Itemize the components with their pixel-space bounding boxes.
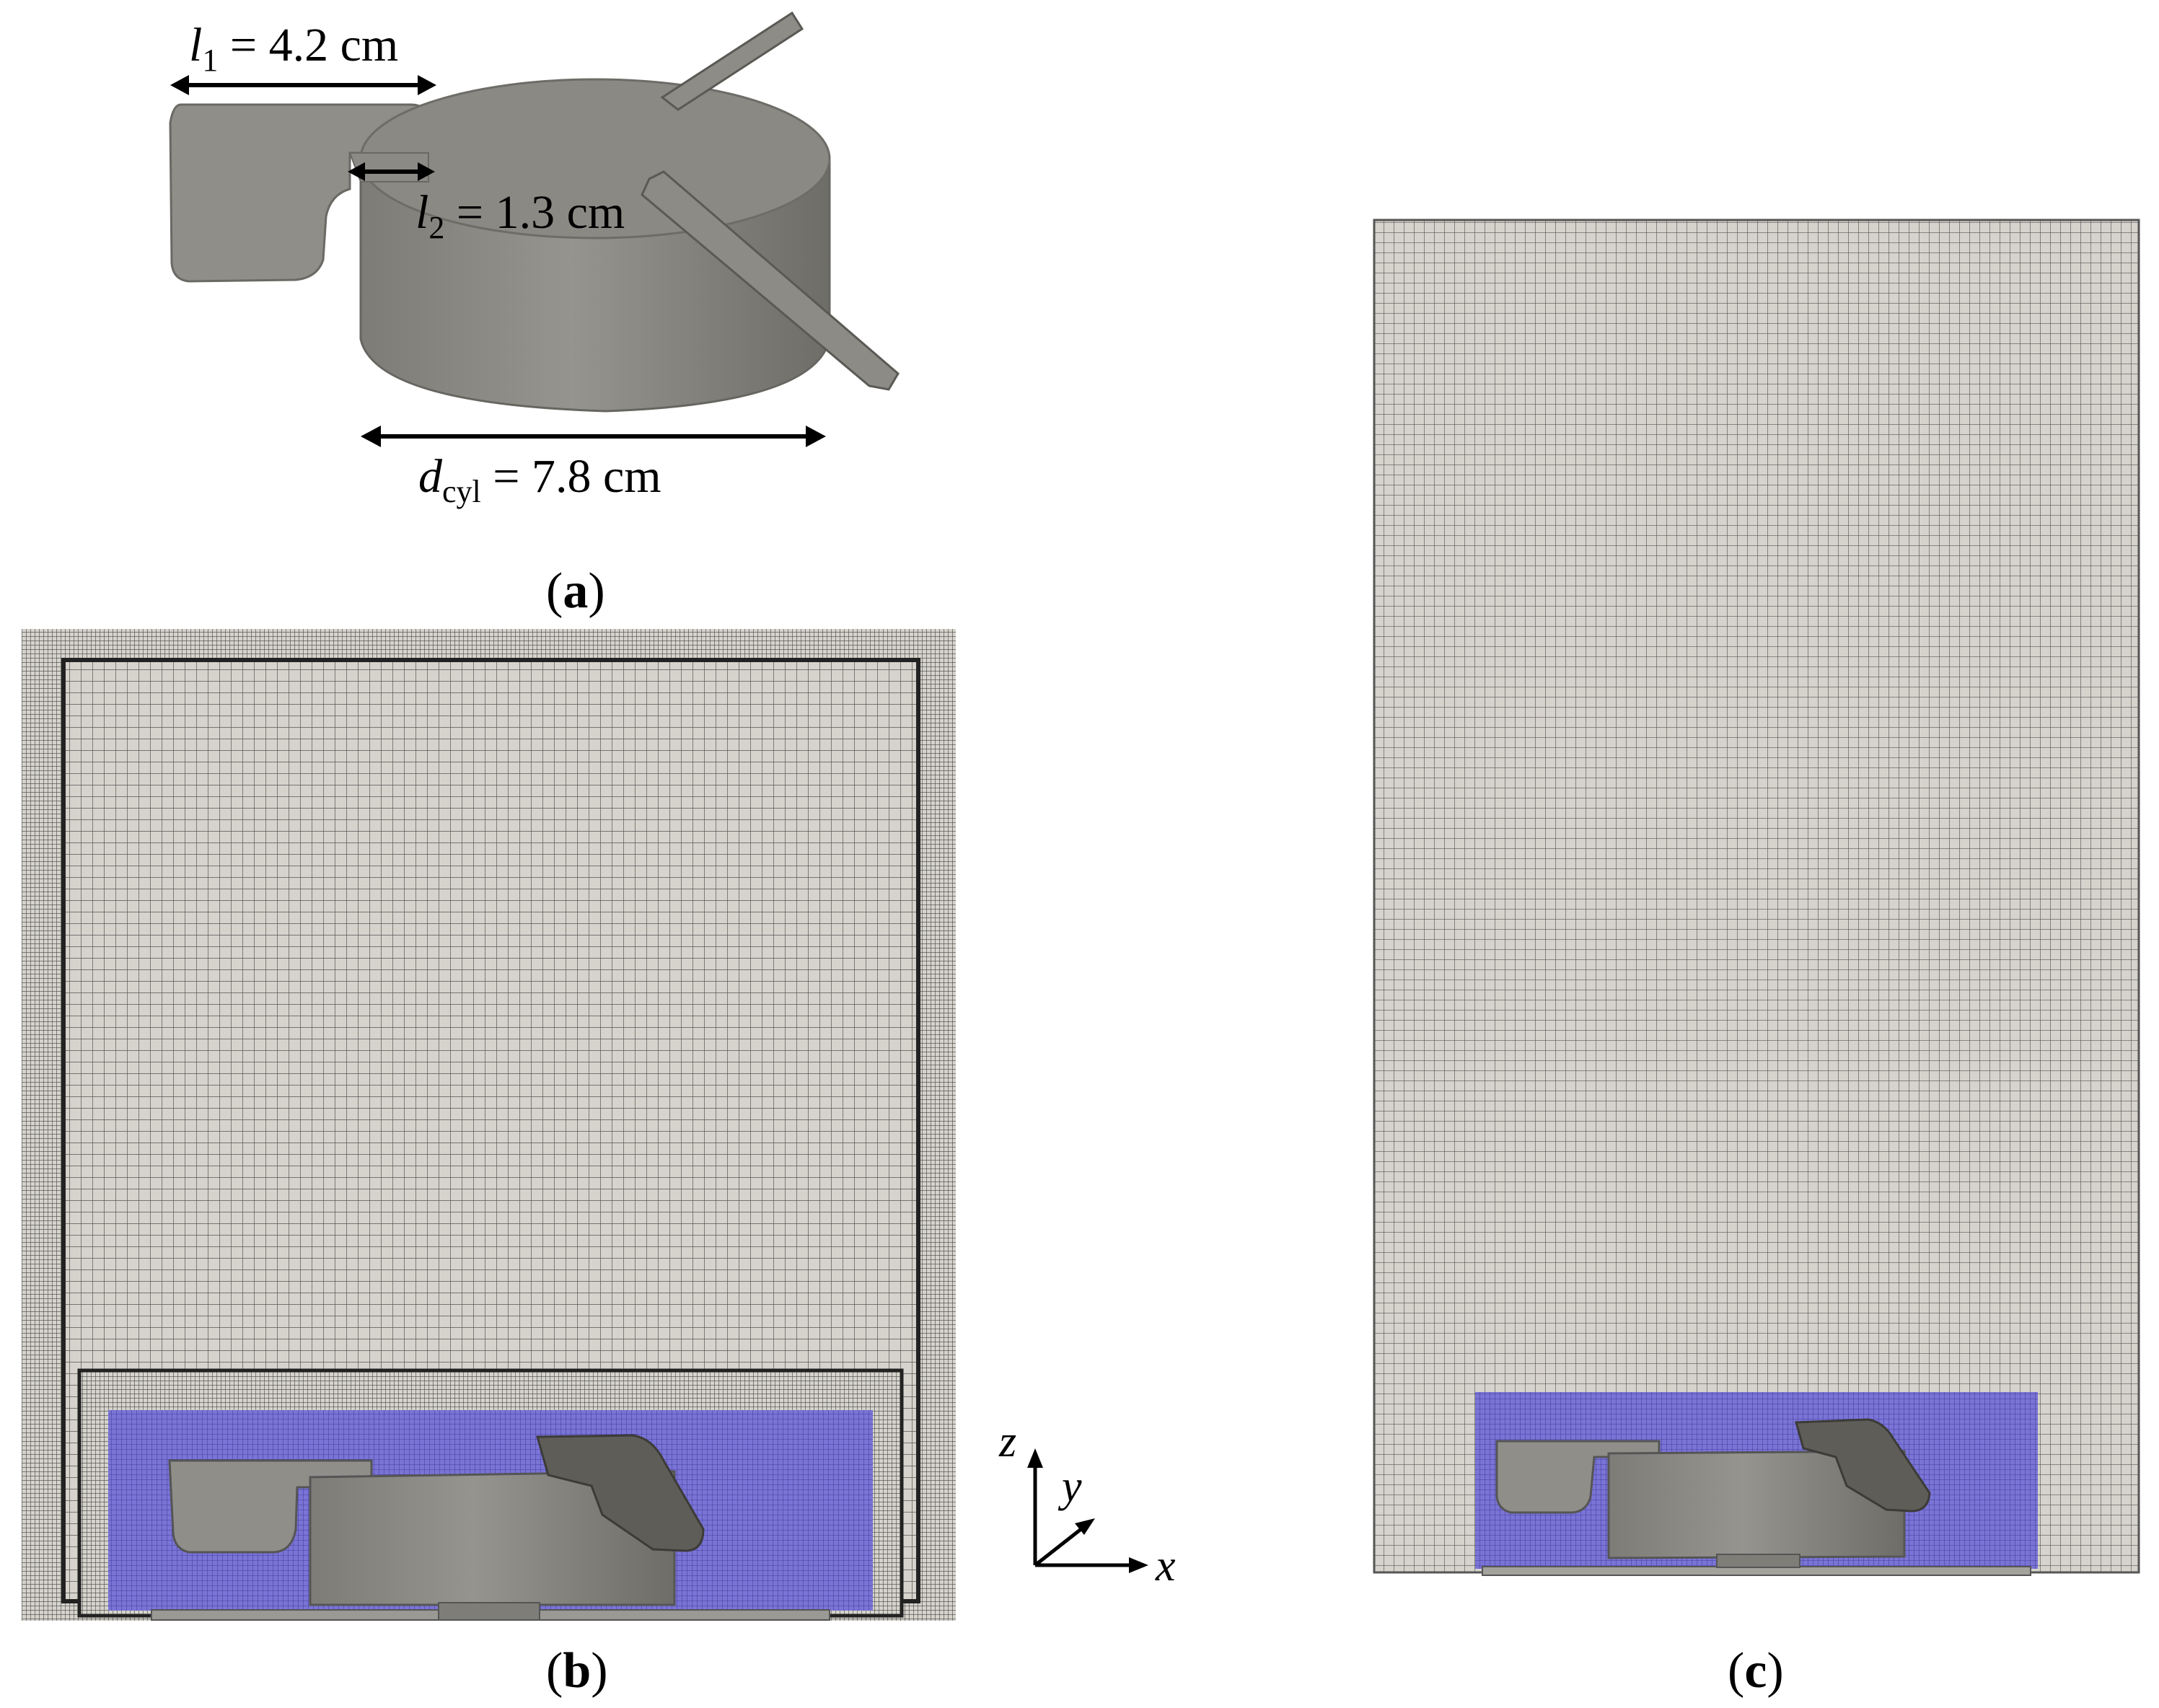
axis-label-x: x: [1156, 1541, 1176, 1590]
diagonal-blade: [641, 170, 900, 391]
panel-label-c: (c): [1728, 1643, 1784, 1699]
axis-label-z: z: [999, 1417, 1017, 1466]
panel-b-mesh: [22, 629, 956, 1621]
top-blade: [660, 11, 804, 111]
panel-a-geometry: [169, 11, 900, 447]
axis-triad: [1027, 1448, 1148, 1573]
c-blade: [1795, 1418, 1931, 1513]
panel-label-a: (a): [546, 563, 605, 619]
b-blade: [536, 1434, 705, 1552]
l1-label: l1 = 4.2 cm: [189, 19, 399, 78]
c-cylinder: [1607, 1450, 1906, 1559]
panel-label-b: (b): [546, 1643, 608, 1699]
l2-label: l2 = 1.3 cm: [415, 186, 625, 245]
panel-c-mesh: [1373, 219, 2140, 1576]
axis-label-y: y: [1062, 1462, 1082, 1511]
dimension-arrows: [170, 75, 826, 447]
c-left-paddle: [1495, 1440, 1661, 1514]
dcyl-label: dcyl = 7.8 cm: [418, 450, 661, 509]
